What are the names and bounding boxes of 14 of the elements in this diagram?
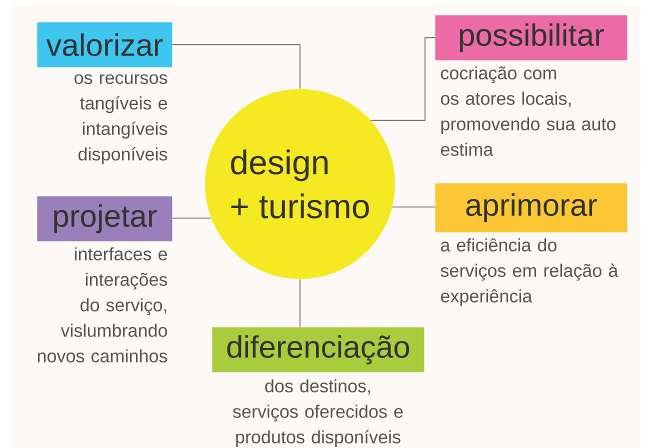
body-text: a eficiência do serviços em relação à experiência — [440, 238, 618, 306]
connector-line — [172, 218, 212, 219]
body-text: dos destinos, serviços oferecidos e produtos disponíveis — [232, 379, 403, 447]
connector-line — [370, 37, 436, 121]
heading-box: possibilitar — [435, 15, 628, 60]
connector-line — [392, 206, 436, 208]
heading-box: valorizar — [37, 22, 172, 68]
body-text: os recursos tangíveis e intangíveis disponíveis — [74, 74, 168, 164]
heading-box: projetar — [37, 196, 172, 242]
connector-line — [172, 44, 300, 90]
body-text: interfaces e interações do serviço, vislumbrando novos caminhos — [38, 247, 168, 362]
body-text: cocriação com os atores locais, promovendo sua auto estima — [440, 66, 616, 156]
heading-box: diferenciação — [212, 327, 424, 372]
heading-box: aprimorar — [435, 183, 628, 232]
